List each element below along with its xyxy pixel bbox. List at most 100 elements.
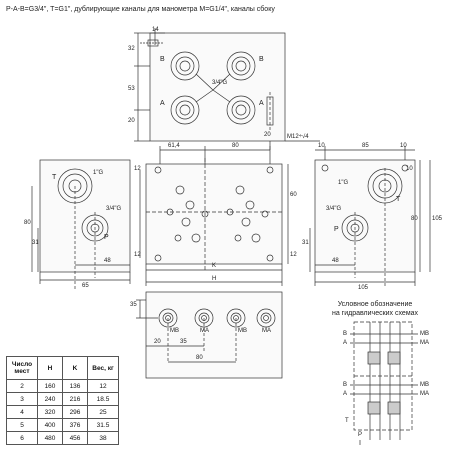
schema-label-t: T (345, 418, 349, 424)
schema-label-b2: B (343, 382, 348, 388)
gauge-label-mb-1: MB (170, 328, 179, 334)
dim-center-60: 60 (290, 192, 297, 198)
cell: 240 (37, 392, 63, 406)
dim-top-53: 53 (128, 86, 135, 92)
dim-right-10b: 10 (400, 143, 407, 149)
cell: 320 (37, 405, 63, 419)
left-thread-t: 1"G (93, 170, 104, 176)
col-weight: Вес, кг (87, 356, 119, 380)
port-label-a-right: A (259, 100, 264, 107)
schema-caption-line2: на гидравлических схемах (331, 310, 419, 317)
dim-center-12b: 12 (134, 252, 141, 258)
dim-right-85: 85 (362, 143, 369, 149)
drawing-title: P-A-B=G3/4", T=G1", дублирующие каналы д… (6, 6, 275, 13)
dim-bottom-80: 80 (196, 355, 203, 361)
cell: 136 (62, 379, 88, 393)
table-row: 5 400 376 31.5 (6, 418, 119, 432)
schema-label-mb2: MB (420, 382, 429, 388)
dim-left-80: 80 (24, 220, 31, 226)
gauge-ma-2 (256, 308, 276, 328)
right-port-t-label: T (396, 196, 401, 203)
schema-label-ma2: MA (420, 391, 429, 397)
dim-right-105h: 105 (358, 285, 369, 291)
dim-top-20b: 20 (264, 132, 271, 138)
cell: 376 (62, 418, 88, 432)
gauge-label-mb-2: MB (238, 328, 247, 334)
dim-center-12a: 12 (134, 166, 141, 172)
right-view (309, 146, 431, 288)
schema-caption: Условное обозначение на гидравлических с… (320, 300, 430, 318)
cell: 5 (6, 418, 38, 432)
cell: 6 (6, 431, 38, 445)
port-label-b-right: B (259, 56, 264, 63)
gauge-label-ma-2: MA (262, 328, 271, 334)
schema-label-b1: B (343, 331, 348, 337)
center-view (139, 146, 289, 286)
dim-bottom-35b: 35 (180, 339, 187, 345)
cell: 480 (37, 431, 63, 445)
hydraulic-symbol (350, 321, 418, 445)
m-thread-label: M12÷√4 (287, 134, 309, 140)
schema-label-mb1: MB (420, 331, 429, 337)
dim-right-10c: 10 (406, 166, 413, 172)
cell: 38 (87, 431, 119, 445)
dim-bottom-35a: 35 (130, 302, 137, 308)
dim-right-105v: 105 (432, 216, 443, 222)
dim-left-31: 31 (32, 240, 39, 246)
dim-bottom-20: 20 (154, 339, 161, 345)
table-row: 3 240 216 18.5 (6, 392, 119, 406)
schema-label-ma1: MA (420, 340, 429, 346)
dim-left-48: 48 (104, 258, 111, 264)
dim-left-65: 65 (82, 283, 89, 289)
table-row: 4 320 296 25 (6, 405, 119, 419)
left-view (31, 159, 131, 290)
left-port-p-label: P (104, 234, 109, 241)
dim-center-61-4: 61,4 (168, 143, 180, 149)
right-port-p-label: P (334, 226, 339, 233)
port-a-right-circle (226, 95, 256, 125)
bottom-view (136, 291, 283, 379)
dimensions-table: Число мест H K Вес, кг 2 160 136 12 3 24… (6, 356, 119, 445)
dim-top-14: 14 (152, 27, 159, 33)
dim-top-32: 32 (128, 46, 135, 52)
schema-label-p: P (358, 432, 363, 438)
dim-right-48: 48 (332, 258, 339, 264)
right-thread-p: 3/4"G (326, 206, 342, 212)
right-thread-t: 1"G (338, 180, 349, 186)
thread-label: 3/4"G (212, 80, 228, 86)
col-k: K (62, 356, 88, 380)
cell: 216 (62, 392, 88, 406)
cell: 400 (37, 418, 63, 432)
dim-center-h: H (212, 276, 217, 282)
port-b-right-circle (226, 51, 256, 81)
port-label-a-left: A (160, 100, 165, 107)
dim-right-80: 80 (411, 216, 418, 222)
table-row: 2 160 136 12 (6, 379, 119, 393)
cell: 25 (87, 405, 119, 419)
dim-top-20: 20 (128, 118, 135, 124)
cell: 31.5 (87, 418, 119, 432)
cell: 18.5 (87, 392, 119, 406)
col-places: Число мест (6, 356, 38, 380)
cell: 2 (6, 379, 38, 393)
dim-right-31: 31 (302, 240, 309, 246)
col-h: H (37, 356, 63, 380)
table-header-row: Число мест H K Вес, кг (6, 356, 119, 380)
cell: 3 (6, 392, 38, 406)
cell: 296 (62, 405, 88, 419)
port-b-left-circle (170, 51, 200, 81)
schema-caption-line1: Условное обозначение (337, 301, 413, 308)
port-a-left-circle (170, 95, 200, 125)
cell: 160 (37, 379, 63, 393)
cell: 4 (6, 405, 38, 419)
top-view (134, 28, 320, 150)
table-row: 6 480 456 38 (6, 431, 119, 445)
dim-right-10a: 10 (318, 143, 325, 149)
gauge-label-ma-1: MA (200, 328, 209, 334)
dim-center-80: 80 (232, 143, 239, 149)
port-label-b-left: B (160, 56, 165, 63)
dim-center-12c: 12 (290, 252, 297, 258)
dim-center-k: K (212, 263, 217, 269)
